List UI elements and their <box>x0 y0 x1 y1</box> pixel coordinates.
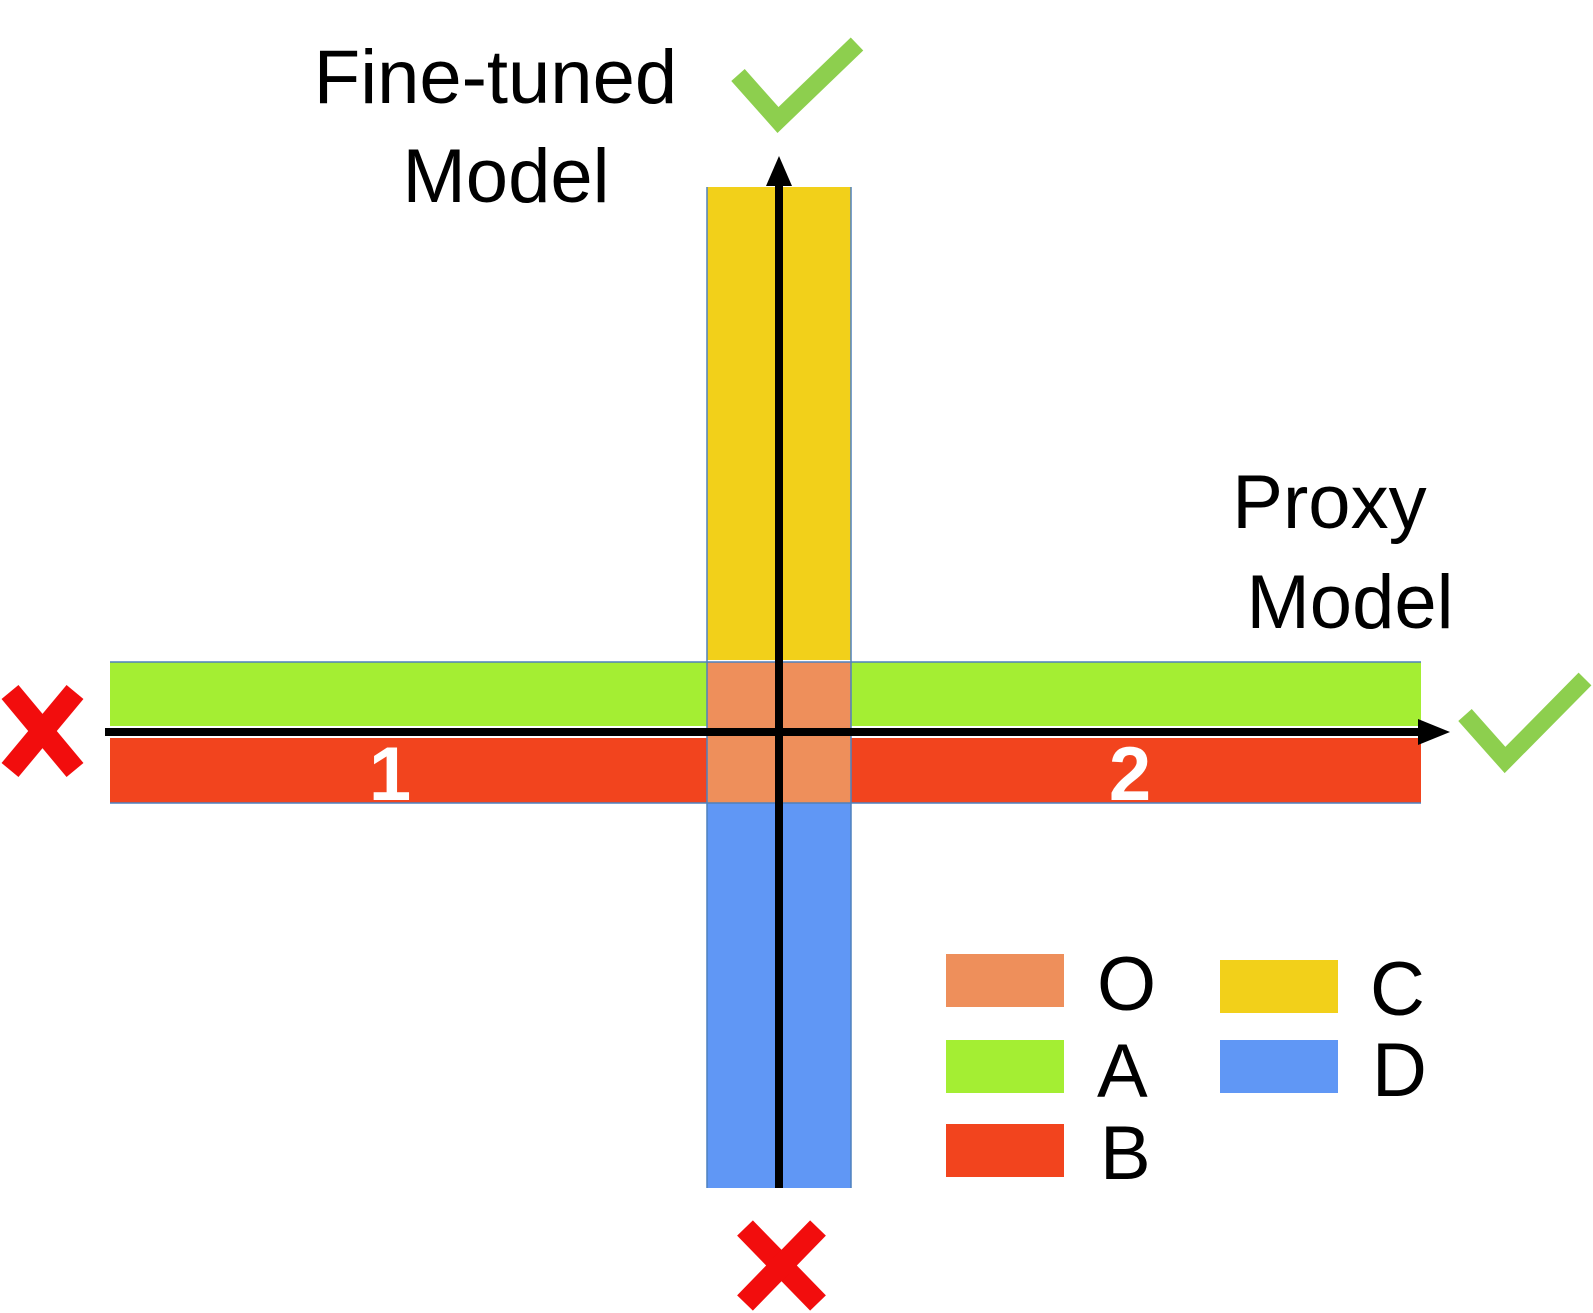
region-label-1: 1 <box>369 732 411 817</box>
legend-item-a: A <box>946 1029 1148 1114</box>
legend-label-d: D <box>1372 1028 1427 1113</box>
legend-item-c: C <box>1220 947 1425 1032</box>
cross-icon <box>737 1220 826 1311</box>
legend-item-d: D <box>1220 1028 1427 1113</box>
band-c-left <box>707 187 775 660</box>
horizontal-axis-label: Proxy Model <box>1232 460 1453 645</box>
check-icon <box>731 37 864 133</box>
vertical-axis-label-line2: Model <box>403 134 610 219</box>
legend-swatch-b <box>946 1124 1064 1177</box>
legend-label-o: O <box>1097 942 1156 1027</box>
band-a-left <box>110 662 707 726</box>
band-outlines <box>110 187 1421 1188</box>
vertical-axis-label: Fine-tuned Model <box>314 35 698 219</box>
vertical-axis <box>766 156 792 1188</box>
band-d-right <box>783 803 851 1188</box>
legend: O A B C D <box>946 942 1427 1196</box>
band-b-right <box>851 738 1421 803</box>
legend-label-b: B <box>1100 1111 1151 1196</box>
horizontal-axis <box>105 719 1450 745</box>
vertical-axis-label-line1: Fine-tuned <box>314 35 677 120</box>
band-b-left <box>110 738 707 803</box>
legend-swatch-c <box>1220 960 1338 1013</box>
legend-item-o: O <box>946 942 1156 1027</box>
horizontal-axis-label-line2: Model <box>1247 560 1454 645</box>
legend-label-a: A <box>1097 1029 1148 1114</box>
region-label-2: 2 <box>1109 732 1151 817</box>
band-d-left <box>707 803 775 1188</box>
legend-swatch-a <box>946 1040 1064 1093</box>
check-icon <box>1458 672 1592 774</box>
band-c-right <box>783 187 851 660</box>
legend-swatch-d <box>1220 1040 1338 1093</box>
legend-label-c: C <box>1370 947 1425 1032</box>
horizontal-axis-label-line1: Proxy <box>1232 460 1426 545</box>
legend-item-b: B <box>946 1111 1151 1196</box>
band-a-right <box>851 662 1421 726</box>
cross-icon <box>1 684 84 778</box>
legend-swatch-o <box>946 954 1064 1007</box>
